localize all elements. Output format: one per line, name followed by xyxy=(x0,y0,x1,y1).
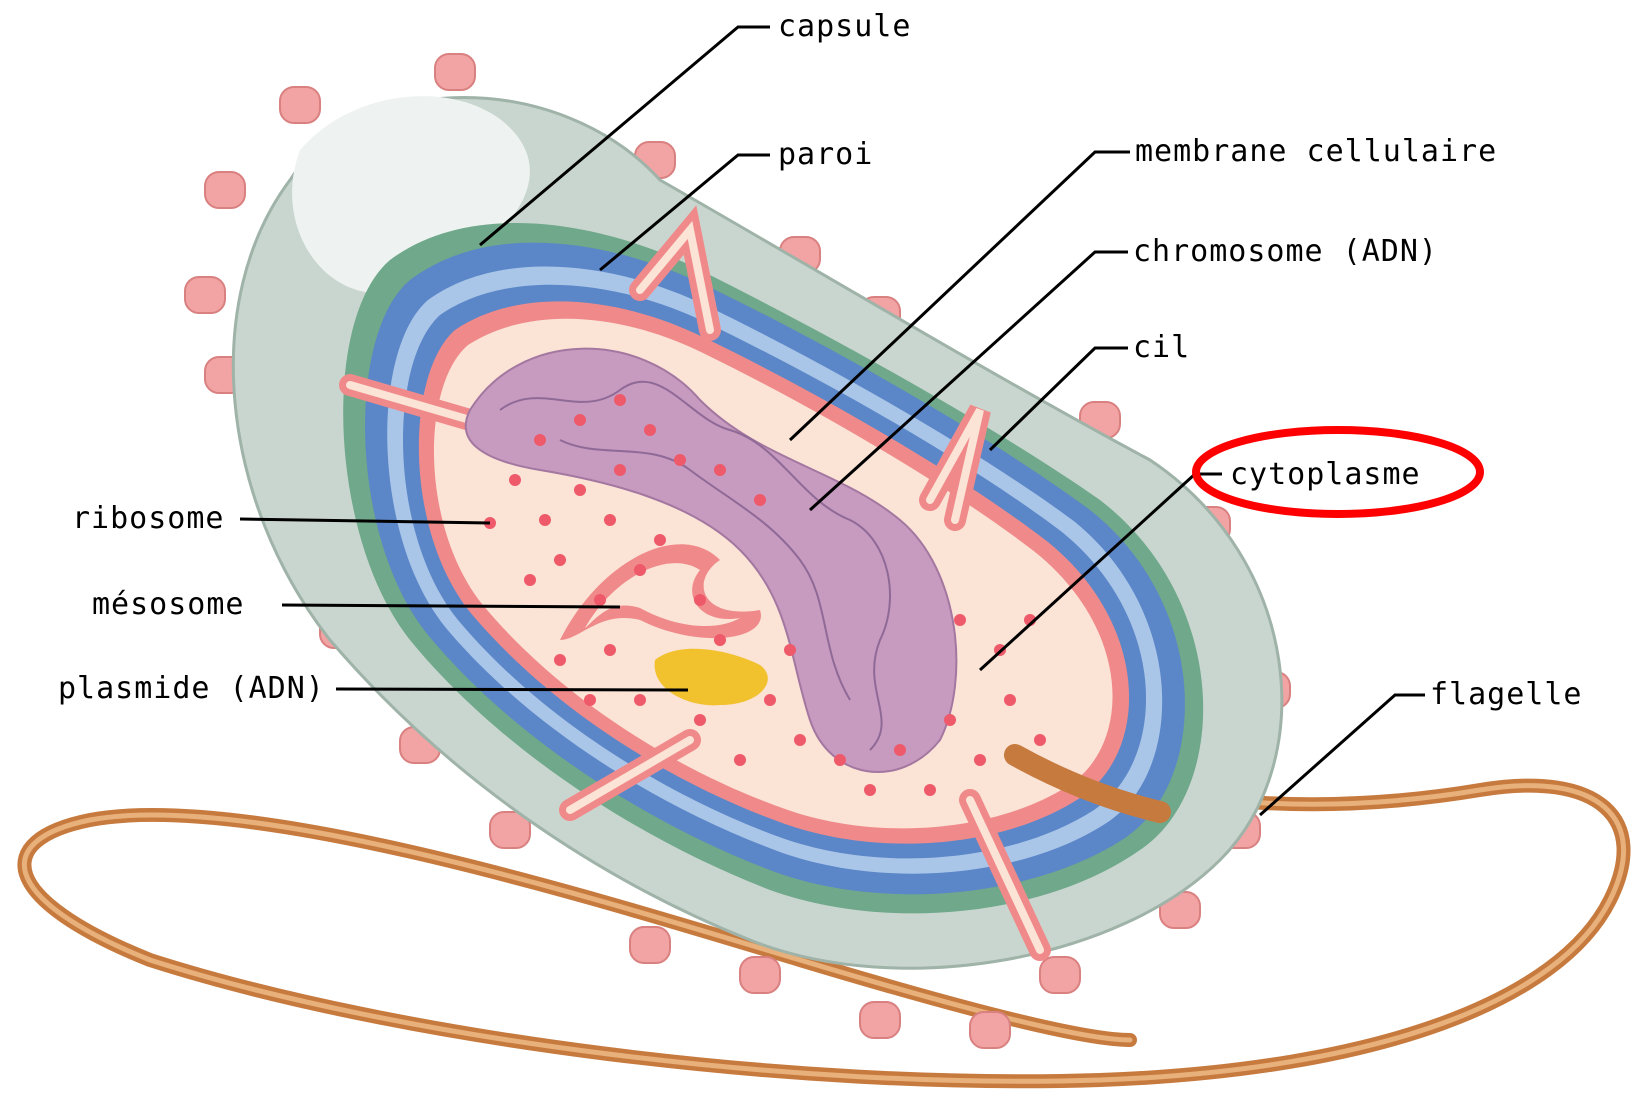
ribosome-dot xyxy=(674,454,686,466)
ribosome-dot xyxy=(574,484,586,496)
label-plasmide: plasmide (ADN) xyxy=(58,671,325,706)
pilus xyxy=(1040,957,1080,993)
label-flagelle: flagelle xyxy=(1430,677,1583,712)
pilus xyxy=(740,957,780,993)
ribosome-dot xyxy=(584,694,596,706)
ribosome-dot xyxy=(714,634,726,646)
ribosome-dot xyxy=(694,594,706,606)
leader-plasmide xyxy=(336,689,688,690)
pilus xyxy=(970,1012,1010,1048)
ribosome-dot xyxy=(924,784,936,796)
ribosome-dot xyxy=(864,784,876,796)
pilus xyxy=(630,927,670,963)
ribosome-dot xyxy=(634,564,646,576)
ribosome-dot xyxy=(604,644,616,656)
ribosome-dot xyxy=(539,514,551,526)
label-capsule: capsule xyxy=(778,9,911,44)
pilus xyxy=(280,87,320,123)
ribosome-dot xyxy=(634,694,646,706)
ribosome-dot xyxy=(594,594,606,606)
label-cytoplasme: cytoplasme xyxy=(1230,457,1421,492)
pilus xyxy=(860,1002,900,1038)
ribosome-dot xyxy=(794,734,806,746)
ribosome-dot xyxy=(754,494,766,506)
ribosome-dot xyxy=(574,414,586,426)
pilus xyxy=(435,54,475,90)
ribosome-dot xyxy=(944,714,956,726)
label-ribosome: ribosome xyxy=(72,501,225,536)
label-cil: cil xyxy=(1133,330,1190,365)
ribosome-dot xyxy=(714,464,726,476)
ribosome-dot xyxy=(509,474,521,486)
ribosome-dot xyxy=(954,614,966,626)
pilus xyxy=(205,172,245,208)
label-mesosome: mésosome xyxy=(92,587,245,622)
ribosome-dot xyxy=(644,424,656,436)
ribosome-dot xyxy=(554,554,566,566)
label-paroi: paroi xyxy=(778,137,873,172)
leader-mesosome xyxy=(282,605,620,607)
ribosome-dot xyxy=(604,514,616,526)
ribosome-dot xyxy=(614,394,626,406)
ribosome-dot xyxy=(534,434,546,446)
ribosome-dot xyxy=(524,574,536,586)
ribosome-dot xyxy=(734,754,746,766)
pilus xyxy=(185,277,225,313)
ribosome-dot xyxy=(784,644,796,656)
label-membrane: membrane cellulaire xyxy=(1135,134,1497,169)
ribosome-dot xyxy=(554,654,566,666)
ribosome-dot xyxy=(654,534,666,546)
label-chromosome: chromosome (ADN) xyxy=(1133,234,1438,269)
ribosome-dot xyxy=(834,754,846,766)
ribosome-dot xyxy=(1004,694,1016,706)
ribosome-dot xyxy=(1034,734,1046,746)
ribosome-dot xyxy=(614,464,626,476)
ribosome-dot xyxy=(764,694,776,706)
ribosome-dot xyxy=(974,754,986,766)
ribosome-dot xyxy=(694,714,706,726)
ribosome-dot xyxy=(894,744,906,756)
